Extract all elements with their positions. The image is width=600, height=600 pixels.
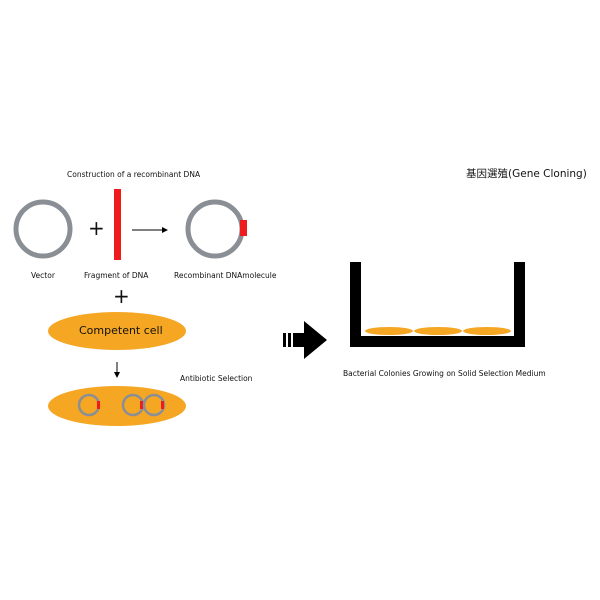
competent-cell-label: Competent cell bbox=[79, 324, 163, 337]
colony-3 bbox=[463, 327, 511, 335]
plus-sign-1: + bbox=[88, 216, 105, 240]
cell-plasmid-1-insert bbox=[97, 401, 100, 409]
vector-plasmid-ring bbox=[13, 199, 73, 259]
plus-sign-2: + bbox=[113, 284, 130, 308]
fragment-label: Fragment of DNA bbox=[84, 271, 149, 280]
recombinant-insert bbox=[240, 220, 247, 236]
competent-cell-ellipse bbox=[48, 312, 186, 350]
colonies-label: Bacterial Colonies Growing on Solid Sele… bbox=[343, 369, 546, 378]
block-arrow-icon bbox=[283, 321, 327, 359]
petri-dish bbox=[350, 262, 525, 347]
cell-plasmid-3-insert bbox=[161, 401, 164, 409]
recombinant-plasmid-ring bbox=[185, 199, 245, 259]
dna-fragment-bar bbox=[114, 189, 121, 260]
diagram-title: 基因選殖(Gene Cloning) bbox=[466, 168, 587, 180]
transformed-cell-ellipse bbox=[48, 386, 186, 426]
antibiotic-selection-label: Antibiotic Selection bbox=[180, 374, 253, 383]
recombinant-label: Recombinant DNAmolecule bbox=[174, 271, 277, 280]
vector-label: Vector bbox=[31, 271, 55, 280]
colony-2 bbox=[414, 327, 462, 335]
construction-title: Construction of a recombinant DNA bbox=[67, 170, 201, 179]
colony-1 bbox=[365, 327, 413, 335]
cell-plasmid-2-insert bbox=[140, 401, 143, 409]
